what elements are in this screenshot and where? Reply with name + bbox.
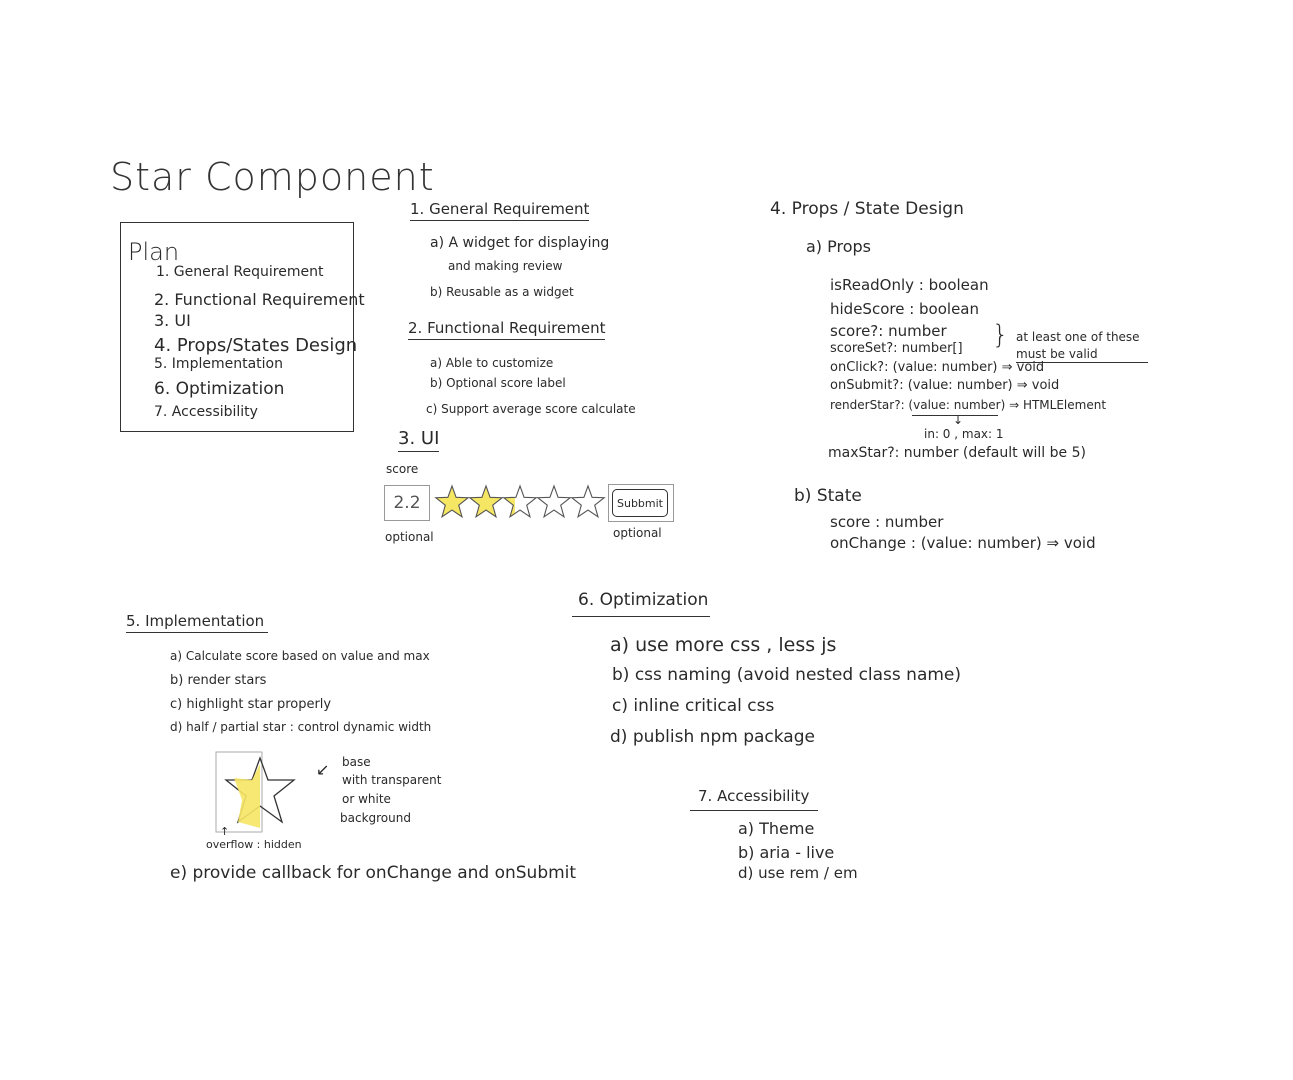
star-4[interactable] xyxy=(536,484,572,519)
underline xyxy=(912,415,998,416)
optimization-item: d) publish npm package xyxy=(610,727,815,747)
brace: } xyxy=(992,320,1009,350)
implementation-item: a) Calculate score based on value and ma… xyxy=(170,649,430,663)
star-fill xyxy=(503,497,515,517)
prop-line: maxStar?: number (default will be 5) xyxy=(828,445,1086,461)
props-heading: a) Props xyxy=(806,237,872,256)
plan-item: 2. Functional Requirement xyxy=(154,290,365,309)
star-3[interactable] xyxy=(502,484,538,519)
general-heading: 1. General Requirement xyxy=(410,202,590,221)
plan-item: 5. Implementation xyxy=(154,356,283,372)
score-value: 2.2 xyxy=(393,493,421,513)
implementation-item: b) render stars xyxy=(170,673,267,688)
optimization-item: a) use more css , less js xyxy=(610,634,837,656)
props-design-heading: 4. Props / State Design xyxy=(770,199,964,219)
star-outline xyxy=(570,484,606,519)
base-note: base xyxy=(342,755,371,769)
plan-box xyxy=(120,222,354,432)
implementation-heading: 5. Implementation xyxy=(126,614,269,633)
plan-heading: Plan xyxy=(128,238,180,266)
implementation-item: c) highlight star properly xyxy=(170,697,332,712)
star-outline xyxy=(536,484,572,519)
state-line: onChange : (value: number) ⇒ void xyxy=(830,534,1096,552)
prop-line: onClick?: (value: number) ⇒ void xyxy=(830,360,1045,375)
implementation-item: e) provide callback for onChange and onS… xyxy=(170,863,577,883)
prop-line: score?: number xyxy=(830,322,947,340)
prop-line: renderStar?: (value: number) ⇒ HTMLEleme… xyxy=(830,398,1107,412)
plan-item: 1. General Requirement xyxy=(156,264,324,280)
up-arrow: ↑ xyxy=(220,825,230,838)
star-outline xyxy=(468,484,504,519)
prop-line: onSubmit?: (value: number) ⇒ void xyxy=(830,378,1060,393)
plan-item: 3. UI xyxy=(154,311,191,330)
star-fill xyxy=(469,486,503,517)
base-note: background xyxy=(340,811,411,825)
star-5[interactable] xyxy=(570,484,606,519)
prop-line: isReadOnly : boolean xyxy=(830,276,989,294)
implementation-item: d) half / partial star : control dynamic… xyxy=(170,720,432,734)
star-1[interactable] xyxy=(434,484,470,519)
star-fill xyxy=(435,486,469,517)
score-note: optional xyxy=(385,530,434,544)
base-note: or white xyxy=(342,792,391,806)
star-outline xyxy=(502,484,538,519)
general-item: and making review xyxy=(448,259,563,273)
range-note: in: 0 , max: 1 xyxy=(924,427,1004,441)
submit-label: Subbmit xyxy=(616,496,663,510)
pointer-arrow: ↙ xyxy=(316,760,330,779)
plan-item: 7. Accessibility xyxy=(154,404,258,420)
submit-button[interactable]: Subbmit xyxy=(612,489,668,517)
star-outline xyxy=(434,484,470,519)
brace-note: must be valid xyxy=(1016,348,1148,363)
functional-item: c) Support average score calculate xyxy=(426,402,636,416)
brace-note: at least one of these xyxy=(1016,330,1140,344)
base-note: with transparent xyxy=(342,773,442,787)
score-caption: score xyxy=(386,462,419,476)
score-label-box: 2.2 xyxy=(384,485,430,521)
accessibility-heading: 7. Accessibility xyxy=(698,787,810,805)
plan-item: 6. Optimization xyxy=(154,379,285,399)
state-heading: b) State xyxy=(794,486,862,506)
state-line: score : number xyxy=(830,513,944,531)
functional-item: a) Able to customize xyxy=(430,356,554,370)
down-arrow: ↓ xyxy=(953,413,964,427)
accessibility-item: d) use rem / em xyxy=(738,864,858,882)
overflow-note: overflow : hidden xyxy=(206,838,302,851)
star-2[interactable] xyxy=(468,484,504,519)
optimization-item: b) css naming (avoid nested class name) xyxy=(612,665,962,685)
underline xyxy=(572,616,710,617)
functional-item: b) Optional score label xyxy=(430,376,566,390)
page-title: Star Component xyxy=(110,155,435,199)
functional-heading: 2. Functional Requirement xyxy=(408,321,606,340)
submit-frame xyxy=(608,484,674,522)
plan-item: 4. Props/States Design xyxy=(154,335,358,356)
optimization-heading: 6. Optimization xyxy=(578,590,709,610)
accessibility-item: b) aria - live xyxy=(738,843,835,862)
partial-star-illustration xyxy=(215,751,296,833)
general-item: a) A widget for displaying xyxy=(430,235,610,251)
star-rating[interactable] xyxy=(434,484,610,520)
prop-line: scoreSet?: number[] xyxy=(830,341,963,356)
general-item: b) Reusable as a widget xyxy=(430,285,574,299)
ui-heading: 3. UI xyxy=(398,430,440,452)
accessibility-item: a) Theme xyxy=(738,819,815,838)
optimization-item: c) inline critical css xyxy=(612,696,775,716)
submit-note: optional xyxy=(613,526,662,540)
underline xyxy=(690,810,818,811)
prop-line: hideScore : boolean xyxy=(830,300,979,318)
